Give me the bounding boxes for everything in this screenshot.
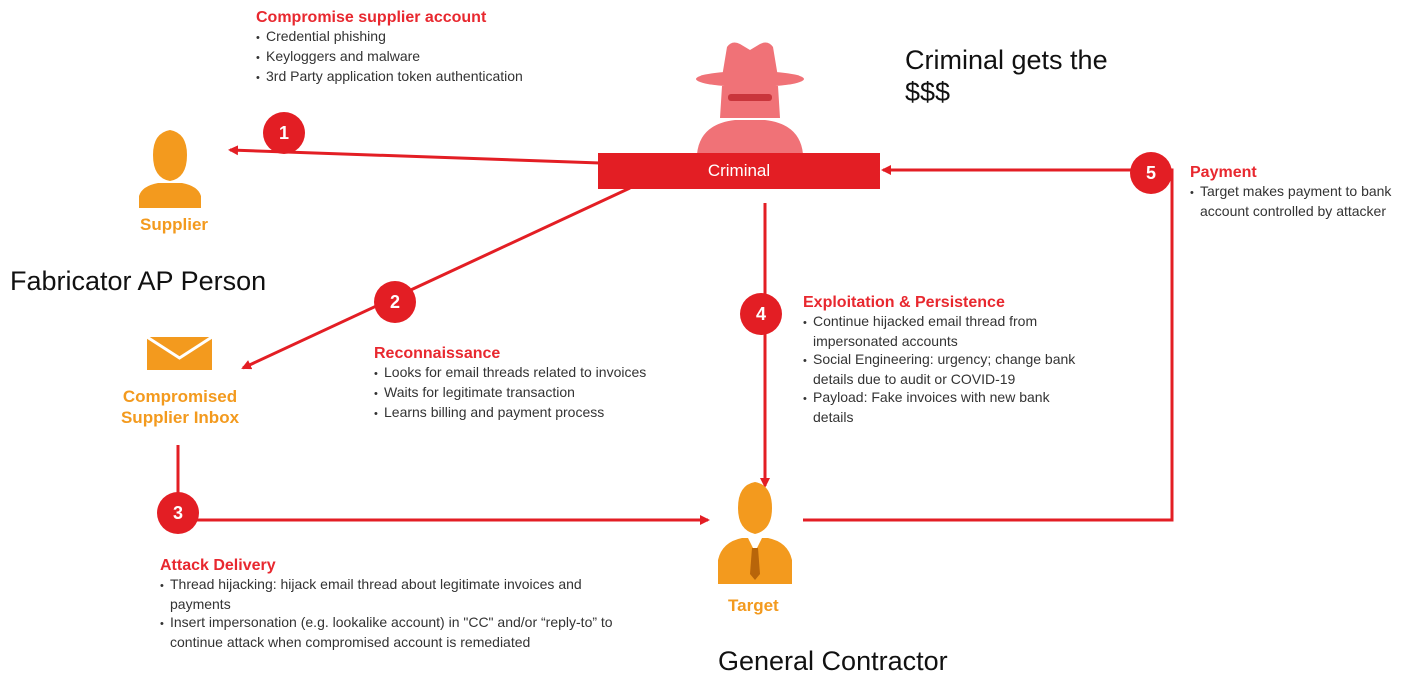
step-5-title: Payment [1190,164,1257,181]
target-label: Target [728,596,779,615]
general-contractor-annotation: General Contractor [718,646,948,676]
step-4-number: 4 [755,303,766,324]
step-1-bullet: Keyloggers and malware [256,47,616,67]
step-5-text: Payment Target makes payment to bank acc… [1190,163,1400,220]
supplier-label: Supplier [140,215,209,234]
step-4-bullet: Social Engineering: urgency; change bank… [803,350,1113,388]
criminal-label: Criminal [707,161,771,180]
step-4-title: Exploitation & Persistence [803,294,1005,311]
step-1-badge: 1 [263,112,305,154]
step-1-title: Compromise supplier account [256,9,487,26]
step-5-number: 5 [1145,162,1156,183]
step-2-title: Reconnaissance [374,345,501,362]
step-1-text: Compromise supplier account Credential p… [256,8,616,87]
connector-5 [803,165,1174,522]
step-2-bullet: Waits for legitimate transaction [374,383,674,403]
step-1-bullet: 3rd Party application token authenticati… [256,67,616,87]
step-3-bullet: Thread hijacking: hijack email thread ab… [160,575,640,613]
person-icon [139,130,201,208]
step-1-number: 1 [278,122,289,143]
step-4-badge: 4 [740,293,782,335]
connector-3 [176,445,710,525]
step-4-bullet: Payload: Fake invoices with new bank det… [803,388,1088,426]
criminal-box: Criminal [598,153,880,189]
step-2-bullet: Learns billing and payment process [374,403,674,423]
step-3-title: Attack Delivery [160,557,276,574]
step-5-bullet: Target makes payment to bank account con… [1190,182,1400,220]
step-2-number: 2 [389,291,400,312]
step-3-badge: 3 [157,492,199,534]
fabricator-annotation: Fabricator AP Person [10,266,267,296]
step-3-text: Attack Delivery Thread hijacking: hijack… [160,556,670,651]
envelope-icon [146,335,213,370]
businessman-icon [718,482,792,584]
spy-icon [696,42,804,154]
criminal-gets-money-annotation: Criminal gets the $$$ [905,45,1108,107]
connector-2 [241,186,631,370]
step-5-badge: 5 [1130,152,1172,194]
step-4-bullet: Continue hijacked email thread from impe… [803,312,1078,350]
step-4-text: Exploitation & Persistence Continue hija… [803,293,1103,426]
step-2-badge: 2 [374,281,416,323]
step-3-bullet: Insert impersonation (e.g. lookalike acc… [160,613,650,651]
step-1-bullet: Credential phishing [256,27,616,47]
step-2-text: Reconnaissance Looks for email threads r… [374,344,674,423]
step-3-number: 3 [172,502,183,523]
compromised-inbox-label: Compromised Supplier Inbox [120,387,240,427]
step-2-bullet: Looks for email threads related to invoi… [374,363,654,383]
